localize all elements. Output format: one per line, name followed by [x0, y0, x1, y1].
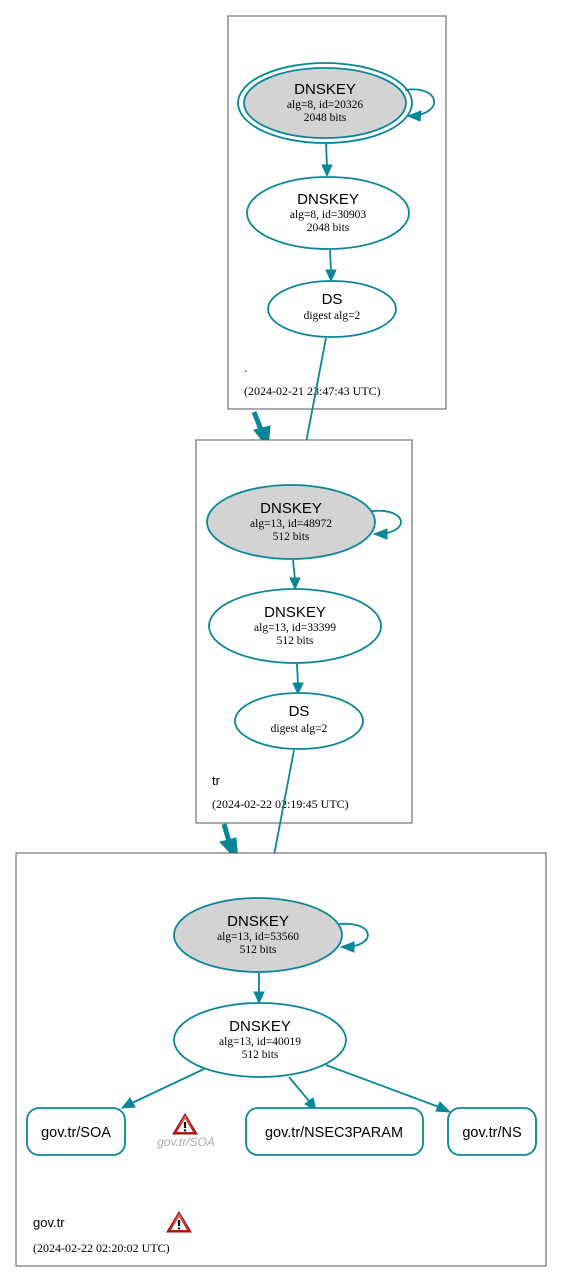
tr-zsk-line1: alg=13, id=33399 — [254, 622, 336, 634]
tr-ksk-line1: alg=13, id=48972 — [250, 518, 332, 530]
warning-triangle-icon[interactable] — [172, 1113, 198, 1135]
tr-zsk-node[interactable]: DNSKEY alg=13, id=33399 512 bits — [208, 588, 382, 664]
govtr-ksk-node[interactable]: DNSKEY alg=13, id=53560 512 bits — [173, 897, 343, 973]
zone-warning-triangle-icon[interactable] — [166, 1211, 192, 1233]
root-zsk-node[interactable]: DNSKEY alg=8, id=30903 2048 bits — [246, 176, 410, 250]
root-zone-timestamp: (2024-02-21 23:47:43 UTC) — [244, 384, 381, 398]
govtr-nsec3param-label: gov.tr/NSEC3PARAM — [265, 1125, 403, 1141]
root-ksk-node[interactable]: DNSKEY alg=8, id=20326 2048 bits — [237, 62, 413, 144]
root-zsk-title: DNSKEY — [297, 191, 359, 208]
govtr-zsk-ns-arrow — [435, 1101, 452, 1113]
govtr-zsk-nsec3param-edge — [288, 1076, 310, 1102]
govtr-ksk-self-edge — [338, 922, 369, 948]
govtr-zone-timestamp: (2024-02-22 02:20:02 UTC) — [33, 1241, 170, 1255]
root-ksk-self-arrow — [406, 110, 422, 122]
tr-ksk-self-arrow — [372, 528, 388, 540]
govtr-nsec3param-node[interactable]: gov.tr/NSEC3PARAM — [245, 1107, 424, 1156]
root-ksk-zsk-arrow — [321, 164, 333, 178]
tr-zsk-line2: 512 bits — [277, 635, 314, 647]
tr-zone-timestamp: (2024-02-22 02:19:45 UTC) — [212, 797, 349, 811]
tr-ds-title: DS — [289, 703, 310, 720]
root-ksk-title: DNSKEY — [294, 81, 356, 98]
zone-govtr: DNSKEY alg=13, id=53560 512 bits DNSKEY … — [15, 852, 547, 1267]
tr-ksk-zsk-edge — [292, 559, 296, 581]
tr-zsk-ds-arrow — [292, 682, 304, 696]
tr-ksk-line2: 512 bits — [273, 531, 310, 543]
govtr-zsk-soa-arrow — [120, 1097, 136, 1109]
root-zsk-ds-arrow — [325, 269, 337, 283]
root-ksk-line2: 2048 bits — [304, 112, 347, 124]
govtr-zsk-title: DNSKEY — [229, 1018, 291, 1035]
root-ds-line1: digest alg=2 — [304, 310, 361, 322]
govtr-ghost-soa-label: gov.tr/SOA — [157, 1135, 215, 1149]
tr-zone-name: tr — [212, 773, 221, 788]
govtr-soa-node[interactable]: gov.tr/SOA — [26, 1107, 126, 1156]
root-ds-node[interactable]: DS digest alg=2 — [267, 280, 397, 338]
tr-ds-line1: digest alg=2 — [271, 723, 328, 735]
tr-ksk-title: DNSKEY — [260, 500, 322, 517]
tr-zsk-ds-edge — [296, 663, 299, 686]
govtr-ksk-title: DNSKEY — [227, 913, 289, 930]
govtr-zsk-line1: alg=13, id=40019 — [219, 1036, 301, 1048]
govtr-ns-label: gov.tr/NS — [462, 1125, 521, 1141]
tr-ksk-self-edge — [371, 509, 402, 535]
tr-zsk-title: DNSKEY — [264, 604, 326, 621]
govtr-zsk-node[interactable]: DNSKEY alg=13, id=40019 512 bits — [173, 1002, 347, 1078]
root-ksk-zsk-edge — [325, 142, 328, 168]
root-zsk-ds-edge — [329, 249, 332, 273]
govtr-zsk-ns-edge — [325, 1064, 440, 1108]
tr-ksk-node[interactable]: DNSKEY alg=13, id=48972 512 bits — [206, 484, 376, 560]
govtr-zone-name: gov.tr — [33, 1215, 65, 1230]
govtr-zsk-soa-edge — [131, 1068, 205, 1104]
tr-ksk-zsk-arrow — [289, 577, 301, 591]
govtr-zsk-line2: 512 bits — [242, 1049, 279, 1061]
tr-ds-node[interactable]: DS digest alg=2 — [234, 692, 364, 750]
govtr-ns-node[interactable]: gov.tr/NS — [447, 1107, 537, 1156]
root-zone-name: . — [244, 360, 248, 375]
root-zsk-line1: alg=8, id=30903 — [290, 209, 366, 221]
root-ksk-line1: alg=8, id=20326 — [287, 99, 363, 111]
govtr-soa-label: gov.tr/SOA — [41, 1125, 111, 1141]
zone-root: DNSKEY alg=8, id=20326 2048 bits DNSKEY … — [227, 15, 447, 410]
govtr-ksk-zsk-arrow — [253, 991, 265, 1005]
govtr-ksk-line1: alg=13, id=53560 — [217, 931, 299, 943]
zone-tr: DNSKEY alg=13, id=48972 512 bits DNSKEY … — [195, 439, 413, 824]
root-ds-title: DS — [322, 291, 343, 308]
govtr-ksk-self-arrow — [339, 941, 355, 953]
govtr-ksk-line2: 512 bits — [240, 944, 277, 956]
root-zsk-line2: 2048 bits — [307, 222, 350, 234]
govtr-zsk-nsec3param-arrow — [304, 1097, 317, 1111]
